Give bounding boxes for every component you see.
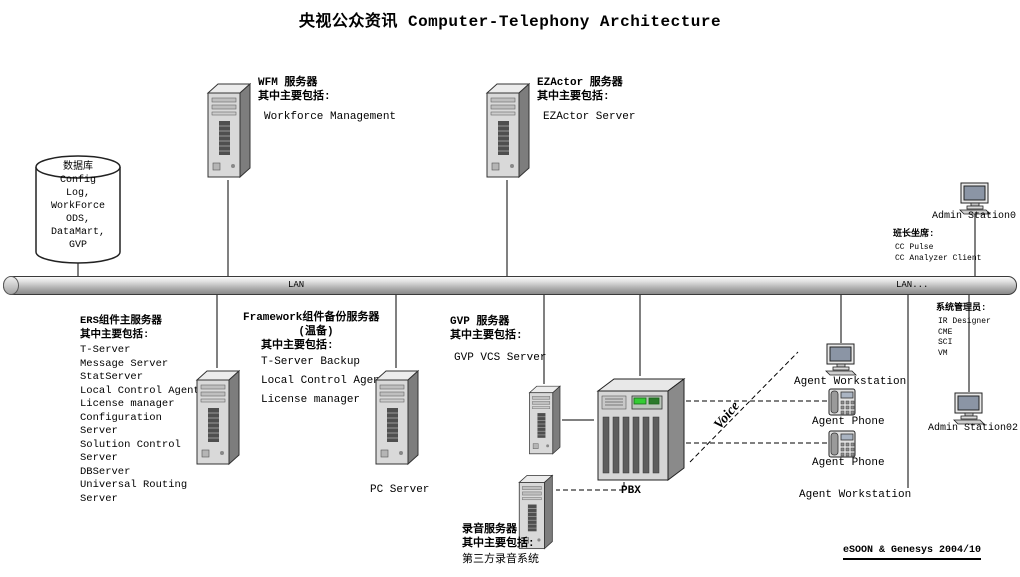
diagram-title: 央视公众资讯 Computer-Telephony Architecture — [298, 13, 722, 31]
footer-credit: eSOON & Genesys 2004/10 — [843, 545, 982, 560]
text-line: 数据库 — [63, 162, 93, 173]
text-line: Local Control Agent — [261, 375, 387, 387]
agent-phone2-label: Agent Phone — [812, 457, 885, 469]
agent-workstation-bottom-label: Agent Workstation — [799, 489, 912, 501]
wfm-server-item: Workforce Management — [264, 111, 397, 123]
admin-station02-icon — [951, 392, 987, 425]
gvp-server-subtitle: 其中主要包括: — [450, 330, 523, 342]
agent-phone2-icon — [828, 428, 856, 459]
recording-server-label: 录音服务器 其中主要包括: 第三方录音系统 — [462, 523, 539, 567]
text-line: Server — [80, 425, 118, 437]
ezactor-server-label: EZActor 服务器 其中主要包括: EZActor Server — [537, 76, 635, 124]
pc-server-caption: PC Server — [370, 484, 430, 496]
connector-voice-dashed — [689, 351, 799, 463]
recording-server-item: 第三方录音系统 — [462, 554, 539, 566]
text-line: SCI — [938, 338, 953, 347]
text-line: T-Server Backup — [261, 356, 361, 368]
text-line: Message Server — [80, 357, 169, 370]
ers-server-subtitle: 其中主要包括: — [80, 328, 150, 341]
text-line: Server — [80, 452, 118, 464]
text-line: CME — [938, 327, 953, 337]
wfm-server-tower-icon — [205, 81, 251, 180]
agent-phone1-icon — [828, 386, 856, 417]
lan-bus — [3, 276, 1017, 295]
admin-station02-label: Admin Station02 — [928, 423, 1019, 434]
wfm-server-label: WFM 服务器 其中主要包括: Workforce Management — [258, 76, 396, 124]
agent-workstation-top-icon — [823, 343, 859, 376]
gvp-server-title: GVP 服务器 — [450, 316, 510, 328]
text-line: Log, — [65, 188, 90, 199]
lan-bus-endcap — [3, 276, 19, 295]
text-line: License manager — [261, 394, 361, 406]
agent-workstation-top-label: Agent Workstation — [794, 376, 907, 388]
connector-pbx-recording-dashed — [556, 482, 625, 491]
text-line: Local Control Agent — [80, 384, 200, 397]
supervisor-seat-title: 班长坐席: — [893, 229, 935, 239]
ers-server-tower-icon — [194, 368, 240, 467]
text-line: Server — [80, 492, 118, 505]
text-line: VM — [938, 348, 948, 358]
text-line: Universal Routing — [80, 479, 188, 491]
text-line: IR Designer — [938, 317, 991, 326]
framework-server-title: Framework组件备份服务器 — [243, 312, 380, 324]
pbx-icon — [594, 375, 686, 482]
text-line: Config — [59, 175, 96, 186]
framework-server-label: Framework组件备份服务器 (温备) 其中主要包括: T-Server B… — [243, 311, 389, 407]
text-line: Configuration — [80, 411, 162, 424]
lan-label-right: LAN... — [896, 280, 929, 290]
text-line: CC Analyzer Client — [895, 253, 982, 263]
recording-server-subtitle: 其中主要包括: — [462, 538, 535, 550]
ezactor-server-item: EZActor Server — [543, 111, 636, 123]
text-line: Solution Control — [80, 438, 181, 451]
ezactor-server-subtitle: 其中主要包括: — [537, 91, 610, 103]
text-line: WorkForce — [50, 201, 105, 212]
ezactor-server-title: EZActor 服务器 — [537, 77, 623, 89]
agent-phone1-label: Agent Phone — [812, 416, 885, 428]
lan-label-left: LAN — [288, 280, 305, 290]
text-line: CC Pulse — [895, 243, 934, 252]
framework-server-title2: (温备) — [298, 326, 334, 338]
ezactor-server-tower-icon — [484, 81, 530, 180]
framework-server-subtitle: 其中主要包括: — [261, 340, 334, 352]
wfm-server-subtitle: 其中主要包括: — [258, 91, 331, 103]
framework-server-tower-icon — [373, 368, 419, 467]
gvp-server-label: GVP 服务器 其中主要包括: GVP VCS Server — [450, 315, 546, 365]
gvp-server-tower-icon — [526, 384, 562, 456]
text-line: T-Server — [80, 344, 131, 356]
system-admin-title: 系统管理员: — [936, 303, 987, 313]
text-line: License manager — [80, 398, 175, 410]
text-line: DBServer — [80, 465, 131, 478]
wfm-server-title: WFM 服务器 — [258, 77, 318, 89]
text-line: GVP — [68, 240, 87, 251]
text-line: StatServer — [80, 371, 144, 383]
gvp-server-item: GVP VCS Server — [454, 352, 547, 364]
ers-server-title: ERS组件主服务器 — [80, 315, 162, 327]
recording-server-title: 录音服务器 — [462, 524, 517, 536]
text-line: DataMart, — [50, 227, 105, 238]
admin-station0-label: Admin Station0 — [932, 211, 1017, 222]
text-line: ODS, — [65, 214, 90, 225]
pbx-label: PBX — [621, 485, 641, 497]
